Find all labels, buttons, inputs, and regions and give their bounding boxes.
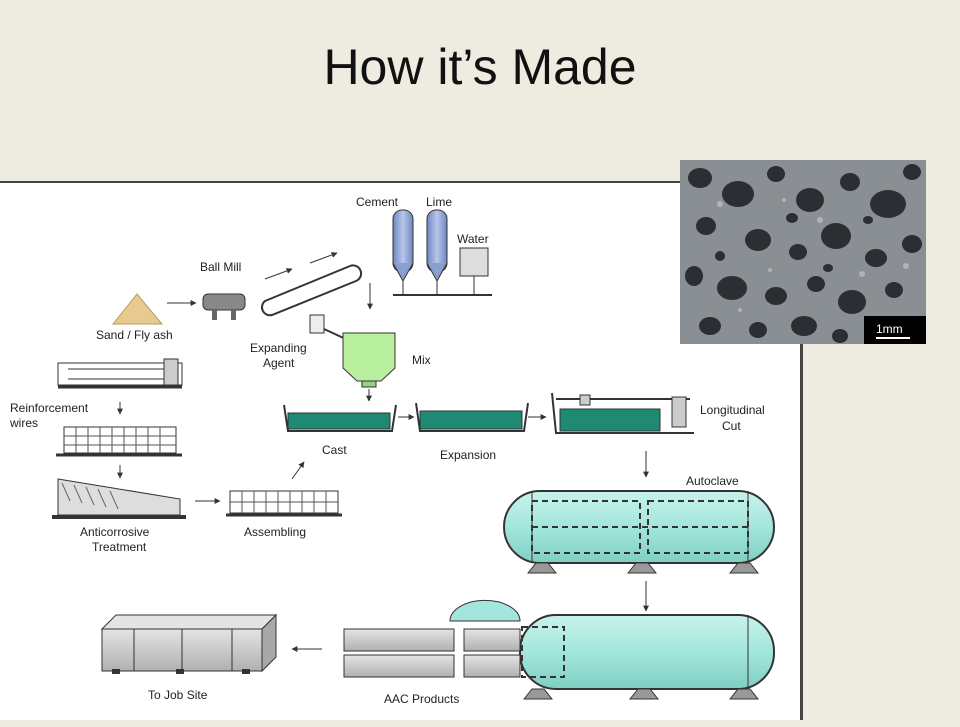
expanding-agent-hopper xyxy=(309,314,325,334)
sand-pile xyxy=(111,293,164,325)
label-expansion: Expansion xyxy=(440,448,496,462)
label-assembling: Assembling xyxy=(244,525,306,539)
cast-mold xyxy=(283,404,397,432)
autoclave-output-tank xyxy=(449,599,775,700)
label-wires: wires xyxy=(9,416,38,430)
label-ball-mill: Ball Mill xyxy=(200,260,241,274)
water-tank xyxy=(459,247,489,286)
aac-products xyxy=(343,628,521,678)
slide-title: How it’s Made xyxy=(323,39,637,95)
wire-mesh xyxy=(56,426,182,457)
label-cut: Cut xyxy=(722,419,741,433)
ball-mill xyxy=(202,293,246,320)
aac-foam-photo: 1mm xyxy=(680,160,926,344)
label-cement: Cement xyxy=(356,195,399,209)
label-cast: Cast xyxy=(322,443,347,457)
expansion-mold xyxy=(415,402,529,432)
label-longitudinal: Longitudinal xyxy=(700,403,765,417)
label-lime: Lime xyxy=(426,195,452,209)
assembling-frame xyxy=(226,490,342,517)
mixer xyxy=(342,332,396,388)
autoclave-tank xyxy=(503,490,775,574)
job-site-pallet xyxy=(100,613,278,674)
scale-label: 1mm xyxy=(876,322,903,336)
label-sand-fly-ash: Sand / Fly ash xyxy=(96,328,173,342)
label-aac-products: AAC Products xyxy=(384,692,459,706)
pores xyxy=(685,164,922,343)
label-water: Water xyxy=(457,232,489,246)
label-expanding: Expanding xyxy=(250,341,307,355)
label-anticorrosive: Anticorrosive xyxy=(80,525,150,539)
label-autoclave: Autoclave xyxy=(686,474,739,488)
conveyor-belt xyxy=(261,264,363,317)
label-mix: Mix xyxy=(412,353,431,367)
label-to-job-site: To Job Site xyxy=(148,688,208,702)
lime-silo xyxy=(426,209,448,283)
cutting-machine xyxy=(551,392,694,434)
label-agent: Agent xyxy=(263,356,295,370)
label-reinforcement: Reinforcement xyxy=(10,401,89,415)
label-treatment: Treatment xyxy=(92,540,147,554)
anticorrosive-tank xyxy=(52,478,186,519)
cement-silo xyxy=(392,209,414,283)
reinforcement-frame xyxy=(57,358,183,389)
process-diagram: Cement Lime Water Sand / Fly ash Ball Mi… xyxy=(0,181,803,720)
